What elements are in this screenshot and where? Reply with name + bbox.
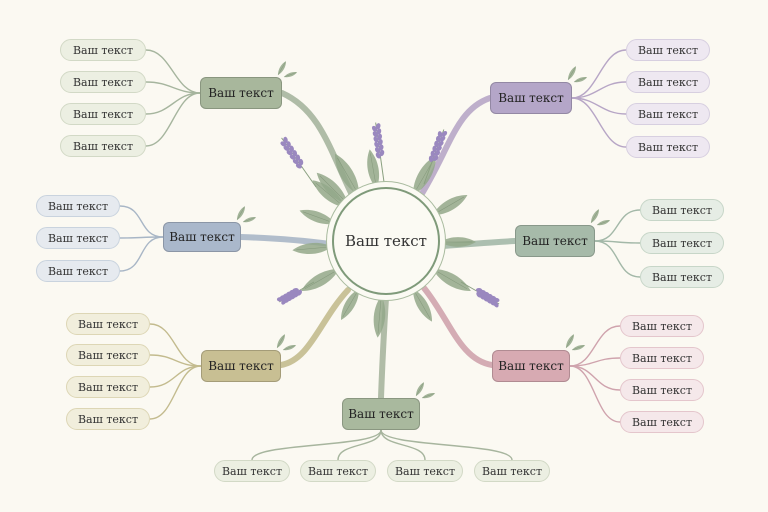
main-connector	[421, 285, 495, 368]
leaf-connector	[119, 205, 164, 238]
foliage-leaf-icon	[334, 153, 360, 196]
subtopic-mid-right-2[interactable]: Ваш текст	[640, 232, 724, 254]
subtopic-bottom-2[interactable]: Ваш текст	[300, 460, 376, 482]
main-connector	[415, 95, 493, 203]
subtopic-top-right-4[interactable]: Ваш текст	[626, 136, 710, 158]
main-connector	[238, 234, 333, 247]
subtopic-bottom-left-1[interactable]: Ваш текст	[66, 313, 150, 335]
leaf-connector	[571, 97, 627, 148]
subtopic-top-right-3[interactable]: Ваш текст	[626, 103, 710, 125]
subtopic-bottom-left-3[interactable]: Ваш текст	[66, 376, 150, 398]
foliage-leaf-icon	[367, 149, 380, 189]
subtopic-top-left-1[interactable]: Ваш текст	[60, 39, 146, 61]
subtopic-mid-left-1[interactable]: Ваш текст	[36, 195, 120, 217]
foliage-leaf-icon	[340, 288, 360, 320]
central-topic[interactable]: Ваш текст	[332, 187, 440, 295]
branch-sprig-icon	[596, 219, 611, 226]
branch-topic-mid-right[interactable]: Ваш текст	[515, 225, 595, 257]
foliage-leaf-icon	[292, 242, 333, 254]
subtopic-mid-right-3[interactable]: Ваш текст	[640, 266, 724, 288]
branch-sprig-icon	[282, 344, 297, 351]
leaf-connector	[380, 429, 426, 461]
leaf-connector	[594, 240, 641, 278]
foliage-leaf-icon	[301, 268, 340, 292]
foliage-leaf-icon	[299, 209, 336, 225]
branch-sprig-icon	[236, 206, 246, 221]
lavender-sprig-icon	[276, 281, 315, 305]
leaf-connector	[594, 209, 641, 242]
lavender-sprig-icon	[423, 129, 448, 185]
leaf-connector	[251, 429, 382, 461]
main-connector	[278, 287, 351, 368]
subtopic-bottom-left-4[interactable]: Ваш текст	[66, 408, 150, 430]
subtopic-bottom-right-1[interactable]: Ваш текст	[620, 315, 704, 337]
leaf-connector	[569, 325, 621, 367]
subtopic-mid-left-3[interactable]: Ваш текст	[36, 260, 120, 282]
subtopic-top-left-2[interactable]: Ваш текст	[60, 71, 146, 93]
leaf-connector	[337, 429, 382, 461]
leaf-connector	[145, 49, 201, 94]
leaf-connector	[571, 49, 627, 99]
foliage-leaf-icon	[412, 288, 433, 322]
main-connector	[378, 295, 389, 401]
lavender-sprig-icon	[460, 281, 500, 308]
subtopic-top-right-2[interactable]: Ваш текст	[626, 71, 710, 93]
subtopic-bottom-1[interactable]: Ваш текст	[214, 460, 290, 482]
subtopic-bottom-right-2[interactable]: Ваш текст	[620, 347, 704, 369]
branch-topic-bottom[interactable]: Ваш текст	[342, 398, 420, 430]
branch-sprig-icon	[421, 392, 436, 399]
leaf-connector	[569, 365, 621, 423]
lavender-sprig-icon	[371, 122, 385, 183]
leaf-connector	[145, 81, 201, 94]
branch-sprig-icon	[573, 76, 588, 83]
subtopic-top-right-1[interactable]: Ваш текст	[626, 39, 710, 61]
subtopic-mid-left-2[interactable]: Ваш текст	[36, 227, 120, 249]
subtopic-bottom-right-4[interactable]: Ваш текст	[620, 411, 704, 433]
leaf-connector	[149, 354, 202, 367]
branch-sprig-icon	[242, 216, 257, 223]
branch-topic-bottom-right[interactable]: Ваш текст	[492, 350, 570, 382]
branch-sprig-icon	[283, 71, 298, 78]
branch-topic-top-right[interactable]: Ваш текст	[490, 82, 572, 114]
lavender-sprig-icon	[280, 136, 317, 188]
subtopic-bottom-right-3[interactable]: Ваш текст	[620, 379, 704, 401]
foliage-leaf-icon	[432, 194, 468, 216]
foliage-leaf-icon	[432, 268, 471, 292]
leaf-connector	[145, 92, 201, 115]
foliage-leaf-icon	[312, 180, 345, 208]
subtopic-bottom-left-2[interactable]: Ваш текст	[66, 344, 150, 366]
branch-topic-mid-left[interactable]: Ваш текст	[163, 222, 241, 252]
branch-topic-top-left[interactable]: Ваш текст	[200, 77, 282, 109]
branch-sprig-icon	[277, 61, 287, 76]
branch-sprig-icon	[565, 334, 575, 349]
main-connector	[279, 90, 355, 198]
foliage-leaf-icon	[373, 295, 386, 338]
leaf-connector	[571, 81, 627, 99]
branch-sprig-icon	[571, 344, 586, 351]
botanical-decoration	[236, 61, 611, 399]
branch-sprig-icon	[276, 334, 286, 349]
subtopic-bottom-3[interactable]: Ваш текст	[387, 460, 463, 482]
foliage-leaf-icon	[316, 172, 348, 204]
subtopic-top-left-3[interactable]: Ваш текст	[60, 103, 146, 125]
branch-sprig-icon	[567, 66, 577, 81]
leaf-connector	[380, 429, 513, 461]
subtopic-top-left-4[interactable]: Ваш текст	[60, 135, 146, 157]
leaf-connector	[145, 92, 201, 147]
subtopic-bottom-4[interactable]: Ваш текст	[474, 460, 550, 482]
branch-topic-bottom-left[interactable]: Ваш текст	[201, 350, 281, 382]
leaf-connector	[569, 365, 621, 391]
leaf-connector	[149, 365, 202, 388]
subtopic-mid-right-1[interactable]: Ваш текст	[640, 199, 724, 221]
leaf-connector	[149, 365, 202, 420]
branch-sprig-icon	[590, 209, 600, 224]
leaf-connector	[119, 236, 164, 272]
branch-sprig-icon	[415, 382, 425, 397]
foliage-leaf-icon	[412, 155, 437, 196]
leaf-connector	[149, 323, 202, 367]
foliage-leaf-icon	[440, 237, 476, 247]
connectors	[119, 49, 641, 461]
